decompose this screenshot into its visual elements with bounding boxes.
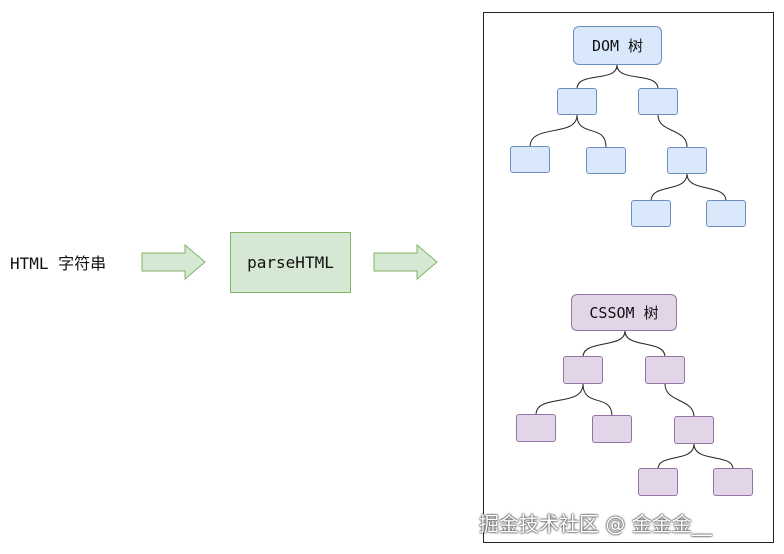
html-string-label: HTML 字符串 [10, 254, 107, 273]
arrow-right-icon [141, 243, 206, 281]
parse-html-box: parseHTML [230, 232, 351, 293]
dom-node [510, 146, 550, 173]
cssom-tree-root: CSSOM 树 [571, 294, 677, 331]
dom-node [667, 147, 707, 174]
cssom-node [638, 468, 678, 496]
dom-node [638, 88, 678, 115]
cssom-node [563, 356, 603, 384]
tree-connectors [529, 64, 734, 470]
cssom-node [592, 415, 632, 443]
dom-tree-root: DOM 树 [573, 26, 662, 65]
cssom-node [645, 356, 685, 384]
arrow-right-icon [373, 243, 438, 281]
cssom-node [713, 468, 753, 496]
cssom-node [674, 416, 714, 444]
cssom-node [516, 414, 556, 442]
output-panel: DOM 树 CSSOM 树 [483, 12, 774, 543]
dom-node [706, 200, 746, 227]
dom-node [557, 88, 597, 115]
watermark-text: 掘金技术社区 @ 金金金__ [479, 512, 712, 536]
dom-node [631, 200, 671, 227]
dom-node [586, 147, 626, 174]
